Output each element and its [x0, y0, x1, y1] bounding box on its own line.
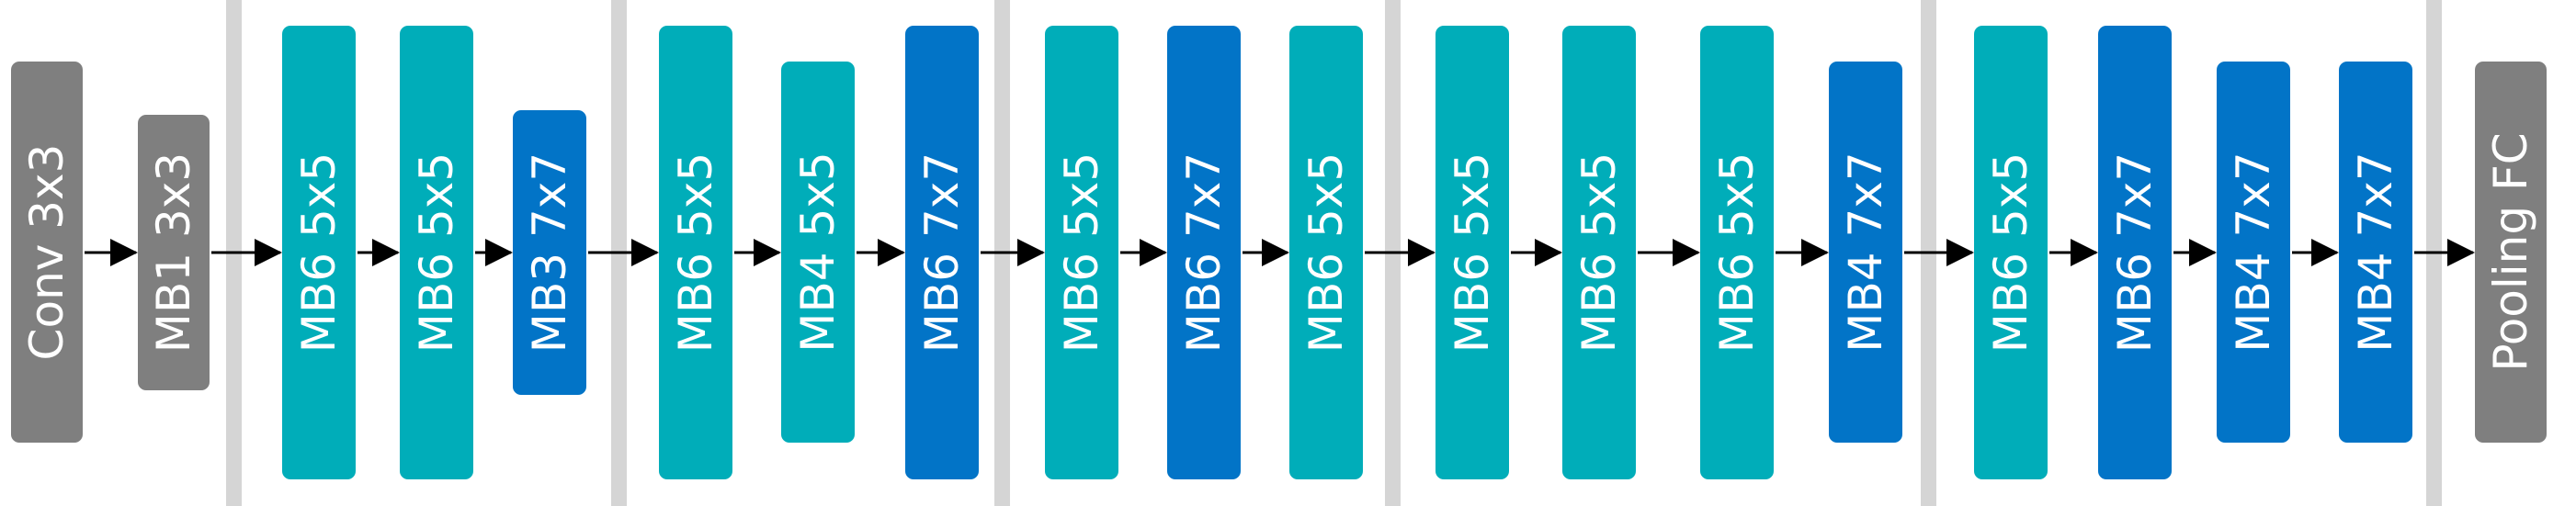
block-mb6-5x5-e: MB6 5x5 — [1289, 26, 1363, 479]
block-label: MB6 7x7 — [915, 152, 969, 353]
block-mb4-7x7-c: MB4 7x7 — [2339, 62, 2412, 443]
block-shape — [1829, 62, 1902, 443]
block-mb6-7x7-a: MB6 7x7 — [905, 26, 979, 479]
block-label: MB6 5x5 — [292, 152, 346, 353]
block-conv-3x3: Conv 3x3 — [11, 62, 83, 443]
block-label: MB1 3x3 — [147, 152, 200, 353]
block-mb4-5x5: MB4 5x5 — [781, 62, 855, 443]
block-label: MB6 5x5 — [1299, 152, 1353, 353]
block-label: MB4 7x7 — [1839, 152, 1892, 352]
block-pooling-fc: Pooling FC — [2475, 62, 2547, 443]
block-label: Conv 3x3 — [20, 144, 74, 361]
block-label: MB6 5x5 — [1710, 152, 1764, 353]
block-mb6-5x5-a: MB6 5x5 — [282, 26, 356, 479]
block-mb6-5x5-f: MB6 5x5 — [1436, 26, 1509, 479]
block-label: MB6 7x7 — [2108, 152, 2162, 353]
block-shape — [1289, 26, 1363, 479]
block-shape — [282, 26, 356, 479]
block-shape — [1700, 26, 1774, 479]
block-shape — [1045, 26, 1118, 479]
block-shape — [1974, 26, 2048, 479]
block-shape — [2339, 62, 2412, 443]
block-shape — [2098, 26, 2172, 479]
block-mb1-3x3: MB1 3x3 — [138, 115, 210, 390]
block-mb6-5x5-i: MB6 5x5 — [1974, 26, 2048, 479]
block-label: MB6 7x7 — [1177, 152, 1231, 353]
block-label: MB6 5x5 — [1055, 152, 1108, 353]
block-mb6-5x5-d: MB6 5x5 — [1045, 26, 1118, 479]
block-shape — [2475, 62, 2547, 443]
block-label: MB3 7x7 — [523, 152, 576, 353]
block-shape — [905, 26, 979, 479]
network-blocks: Conv 3x3 MB1 3x3 MB6 5x5 MB6 5x5 MB3 7x7 MB6 … — [11, 26, 2547, 479]
block-mb6-5x5-b: MB6 5x5 — [400, 26, 473, 479]
block-mb6-5x5-h: MB6 5x5 — [1700, 26, 1774, 479]
block-label: MB6 5x5 — [669, 152, 722, 353]
block-mb4-7x7-a: MB4 7x7 — [1829, 62, 1902, 443]
block-shape — [1562, 26, 1636, 479]
block-shape — [1167, 26, 1241, 479]
block-label: MB6 5x5 — [1572, 152, 1626, 353]
block-label: MB4 7x7 — [2227, 152, 2280, 352]
block-mb6-7x7-b: MB6 7x7 — [1167, 26, 1241, 479]
block-label: MB6 5x5 — [1446, 152, 1499, 353]
block-shape — [138, 115, 210, 390]
block-shape — [400, 26, 473, 479]
block-shape — [1436, 26, 1509, 479]
block-label: MB4 5x5 — [791, 152, 845, 352]
block-label: MB6 5x5 — [1984, 152, 2037, 353]
block-shape — [659, 26, 732, 479]
block-label: MB6 5x5 — [410, 152, 463, 353]
block-shape — [2217, 62, 2290, 443]
block-shape — [11, 62, 83, 443]
block-mb6-5x5-g: MB6 5x5 — [1562, 26, 1636, 479]
block-label: MB4 7x7 — [2349, 152, 2402, 352]
block-mb6-7x7-c: MB6 7x7 — [2098, 26, 2172, 479]
block-mb6-5x5-c: MB6 5x5 — [659, 26, 732, 479]
block-shape — [781, 62, 855, 443]
block-mb4-7x7-b: MB4 7x7 — [2217, 62, 2290, 443]
block-label: Pooling FC — [2484, 132, 2537, 371]
block-mb3-7x7: MB3 7x7 — [513, 110, 586, 395]
block-shape — [513, 110, 586, 395]
